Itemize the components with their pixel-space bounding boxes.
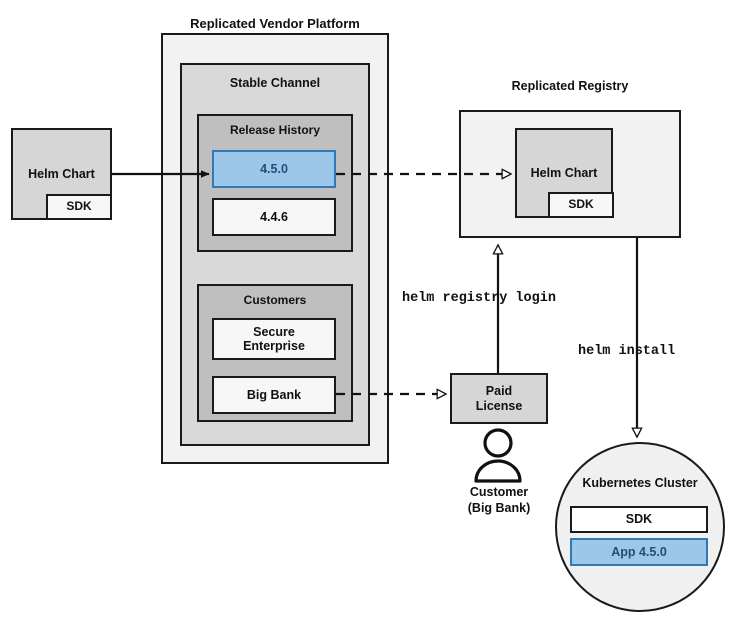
kubernetes-cluster-title: Kubernetes Cluster — [582, 476, 698, 490]
customer-big-bank[interactable]: Big Bank — [212, 376, 336, 414]
paid-license-line-2: License — [475, 398, 523, 413]
source-helm-chart-sdk[interactable]: SDK — [46, 194, 112, 220]
release-version-4-5-0[interactable]: 4.5.0 — [212, 150, 336, 188]
replicated-registry-title: Replicated Registry — [511, 79, 629, 93]
person-icon — [474, 428, 522, 483]
paid-license-line-1: Paid — [485, 384, 513, 399]
customer-actor-line-1: Customer — [469, 485, 529, 499]
helm-registry-login-command: helm registry login — [402, 291, 556, 306]
customer-name: Secure Enterprise — [243, 324, 305, 353]
release-history-title: Release History — [229, 123, 321, 137]
customer-actor-label: Customer (Big Bank) — [430, 485, 568, 516]
customer-actor-line-2: (Big Bank) — [467, 500, 531, 515]
helm-install-command: helm install — [578, 344, 676, 359]
cluster-component-app[interactable]: App 4.5.0 — [570, 538, 708, 566]
vendor-platform-title: Replicated Vendor Platform — [190, 16, 360, 31]
release-version-4-4-6[interactable]: 4.4.6 — [212, 198, 336, 236]
customer-secure-enterprise[interactable]: Secure Enterprise — [212, 318, 336, 360]
cluster-component-sdk[interactable]: SDK — [570, 506, 708, 533]
registry-helm-chart-sdk[interactable]: SDK — [548, 192, 614, 218]
paid-license-box[interactable]: Paid License — [450, 373, 548, 424]
customers-title: Customers — [243, 293, 307, 307]
stable-channel-title: Stable Channel — [229, 76, 321, 90]
